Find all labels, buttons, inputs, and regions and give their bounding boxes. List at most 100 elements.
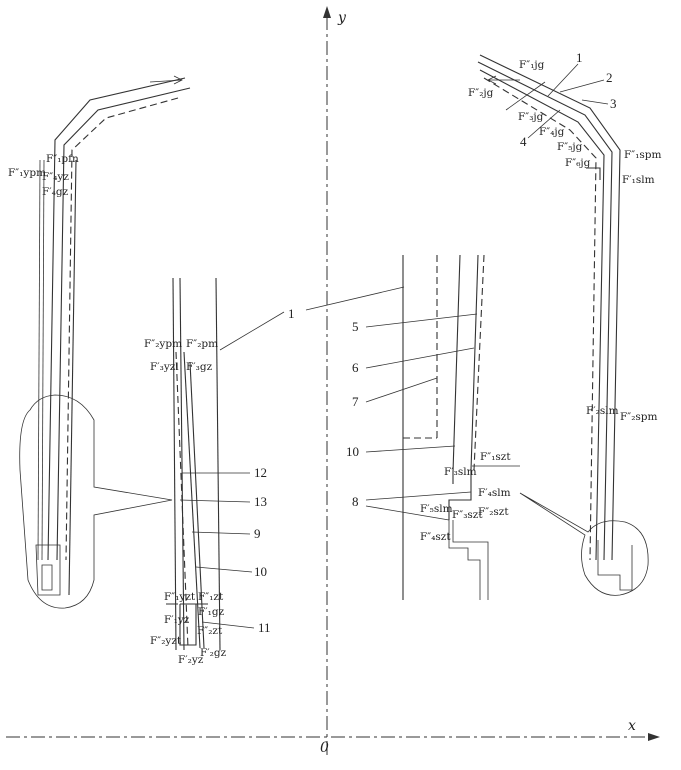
left-detail-bubble bbox=[19, 394, 173, 609]
label-f2zt: F″₂zt bbox=[197, 625, 223, 637]
center-line-2 bbox=[179, 277, 185, 651]
right-frame-outer bbox=[479, 54, 621, 561]
label-f5slm: F′₅slm bbox=[420, 503, 453, 515]
x-axis-arrow bbox=[648, 733, 660, 741]
leader-7 bbox=[365, 377, 438, 403]
ref-8: 8 bbox=[352, 494, 359, 509]
leader-6 bbox=[365, 347, 475, 369]
center-line-3 bbox=[215, 277, 221, 651]
leader-11 bbox=[201, 621, 255, 629]
ref-10a: 10 bbox=[254, 564, 267, 579]
leader-10b bbox=[365, 445, 456, 453]
leader-1b-left bbox=[219, 311, 285, 351]
label-f2yz: F′₂yz bbox=[178, 654, 204, 666]
leader-3 bbox=[581, 99, 609, 105]
ref-12: 12 bbox=[254, 465, 267, 480]
force-labels: F″₁pfn F″₁ypm F″₄yz F′₄gz F″₁jg F″₂jg F″… bbox=[8, 59, 662, 666]
leader-1b-right bbox=[305, 286, 405, 311]
right-center-section bbox=[365, 254, 520, 600]
center-line-6 bbox=[189, 361, 205, 649]
label-f1spm: F″₁spm bbox=[624, 149, 662, 161]
leader-2 bbox=[559, 79, 605, 93]
center-seal-section bbox=[166, 277, 405, 651]
label-f2jg: F″₂jg bbox=[468, 87, 494, 99]
right-frame-line-2 bbox=[477, 61, 613, 561]
ref-5: 5 bbox=[352, 319, 359, 334]
right-door-frame bbox=[477, 54, 649, 596]
left-pillar-base bbox=[35, 544, 61, 596]
left-pillar-a bbox=[37, 159, 41, 561]
label-f3jg: F″₃jg bbox=[518, 111, 544, 123]
label-f5jg: F″₅jg bbox=[557, 141, 583, 153]
label-f4slm: F′₄slm bbox=[478, 487, 511, 499]
right-pillar-inner bbox=[586, 167, 601, 180]
x-axis-label: x bbox=[628, 718, 636, 734]
ref-1a: 1 bbox=[576, 50, 583, 65]
ref-3: 3 bbox=[610, 96, 617, 111]
rc-line-6 bbox=[473, 254, 485, 471]
ref-9: 9 bbox=[254, 526, 261, 541]
right-pillar-base bbox=[597, 540, 633, 591]
center-line-1 bbox=[172, 277, 177, 651]
leader-1a bbox=[547, 63, 579, 97]
right-frame-line-3 bbox=[479, 69, 605, 561]
ref-10b: 10 bbox=[346, 444, 359, 459]
y-axis-label: y bbox=[337, 10, 347, 26]
rc-line-5 bbox=[470, 254, 479, 471]
label-f3yzl: F′₃yzl bbox=[150, 361, 179, 373]
left-frame-inner bbox=[56, 87, 191, 561]
rc-lower-profile bbox=[448, 520, 489, 600]
ref-6: 6 bbox=[352, 360, 359, 375]
left-top-arrow bbox=[149, 75, 183, 85]
label-f1yzt: F″₁yzt bbox=[164, 591, 196, 603]
label-f1slm: F′₁slm bbox=[622, 174, 655, 186]
ref-11: 11 bbox=[258, 620, 271, 635]
left-frame-dash bbox=[65, 97, 179, 561]
ref-1b: 1 bbox=[288, 306, 295, 321]
y-axis-arrow bbox=[323, 6, 331, 18]
ref-2: 2 bbox=[606, 70, 613, 85]
label-f2slm: F′₂slm bbox=[586, 405, 619, 417]
label-f6jg: F″₆jg bbox=[565, 157, 591, 169]
label-f3szt: F″₃szt bbox=[452, 509, 483, 521]
coordinate-axes: y x 0 bbox=[6, 6, 660, 756]
rc-seal-step bbox=[448, 470, 472, 520]
center-seal-clip bbox=[166, 603, 208, 646]
right-top-arrow bbox=[487, 75, 520, 85]
right-detail-bubble bbox=[519, 492, 649, 596]
ref-13: 13 bbox=[254, 494, 267, 509]
leader-8a bbox=[365, 491, 472, 501]
left-pillar-outer bbox=[68, 159, 77, 596]
leader-4 bbox=[527, 109, 561, 139]
right-frame-dash bbox=[483, 77, 597, 561]
ref-4: 4 bbox=[520, 134, 527, 149]
label-f2spm: F″₂spm bbox=[620, 411, 658, 423]
leader-5 bbox=[365, 313, 478, 328]
reference-numbers: 1 2 3 4 1 5 6 7 10 8 12 13 9 10 11 bbox=[254, 50, 617, 635]
left-frame-outer bbox=[47, 77, 186, 561]
leader-8b bbox=[365, 505, 450, 521]
label-f1szt: F″₁szt bbox=[480, 451, 511, 463]
label-f4yz: F″₄yz bbox=[42, 171, 69, 183]
label-f1zt: F″₁zt bbox=[198, 591, 224, 603]
left-door-frame bbox=[19, 75, 191, 609]
label-f1pfn: F″₁pfn bbox=[46, 153, 79, 165]
label-f1jg: F″₁jg bbox=[519, 59, 545, 71]
label-f2ypm: F″₂ypm bbox=[144, 338, 182, 350]
left-pillar-b bbox=[41, 159, 45, 561]
ref-7: 7 bbox=[352, 394, 359, 409]
label-f4jg: F″₄jg bbox=[539, 126, 565, 138]
origin-label: 0 bbox=[320, 740, 329, 756]
leader-13 bbox=[179, 499, 251, 503]
label-f1yz: F′₁yz bbox=[164, 614, 190, 626]
label-f1ypm: F″₁ypm bbox=[8, 167, 46, 179]
label-f2gz: F′₂gz bbox=[200, 647, 227, 659]
leader-1jg bbox=[505, 81, 546, 111]
label-f2yzt: F″₂yzt bbox=[150, 635, 182, 647]
label-f4szt: F″₄szt bbox=[420, 531, 451, 543]
label-f1gz: F′₁gz bbox=[198, 606, 225, 618]
left-pillar-step bbox=[41, 564, 53, 591]
rc-line-4 bbox=[452, 254, 461, 473]
